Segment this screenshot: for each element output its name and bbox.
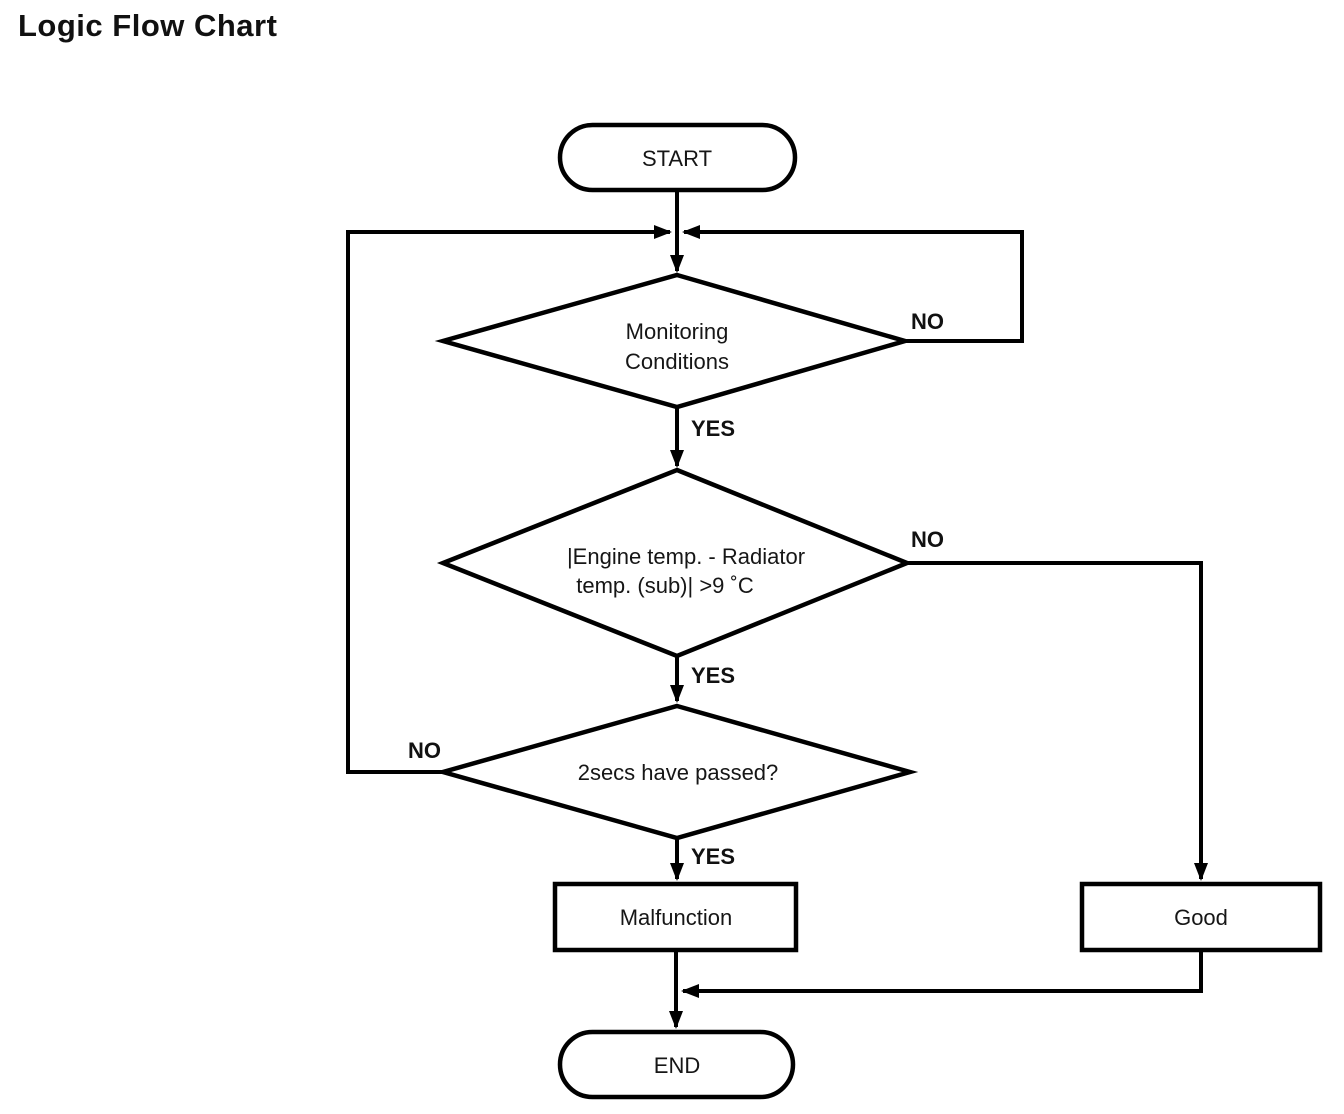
timer-check-decision-shape (434, 703, 919, 841)
good-label: Good (1174, 905, 1228, 930)
temp-check-label-line1: |Engine temp. - Radiator (567, 544, 805, 569)
edge-good-merge (681, 950, 1203, 998)
malfunction-process-shape (552, 881, 799, 953)
good-process-shape (1079, 881, 1323, 953)
timer-check-label: 2secs have passed? (578, 760, 779, 785)
monitoring-label-line1: Monitoring (626, 319, 729, 344)
end-label: END (654, 1053, 700, 1078)
monitoring-decision-shape (434, 272, 914, 410)
monitoring-label-line2: Conditions (625, 349, 729, 374)
edge-temp-no-to-good (907, 561, 1208, 881)
monitoring-yes-label: YES (691, 416, 735, 441)
timer-check-yes-label: YES (691, 844, 735, 869)
temp-check-decision-shape (436, 467, 914, 659)
temp-check-label-line2: temp. (sub)| >9 ˚C (576, 573, 754, 598)
start-label: START (642, 146, 712, 171)
end-terminator-shape (557, 1029, 796, 1100)
start-terminator-shape (557, 122, 798, 193)
monitoring-no-label: NO (911, 309, 944, 334)
temp-check-yes-label: YES (691, 663, 735, 688)
page-title: Logic Flow Chart (18, 8, 278, 43)
malfunction-label: Malfunction (620, 905, 733, 930)
temp-check-no-label: NO (911, 527, 944, 552)
timer-check-no-label: NO (408, 738, 441, 763)
edge-monitoring-no-loop (682, 225, 1024, 343)
edge-timer-no-loop (346, 225, 672, 774)
